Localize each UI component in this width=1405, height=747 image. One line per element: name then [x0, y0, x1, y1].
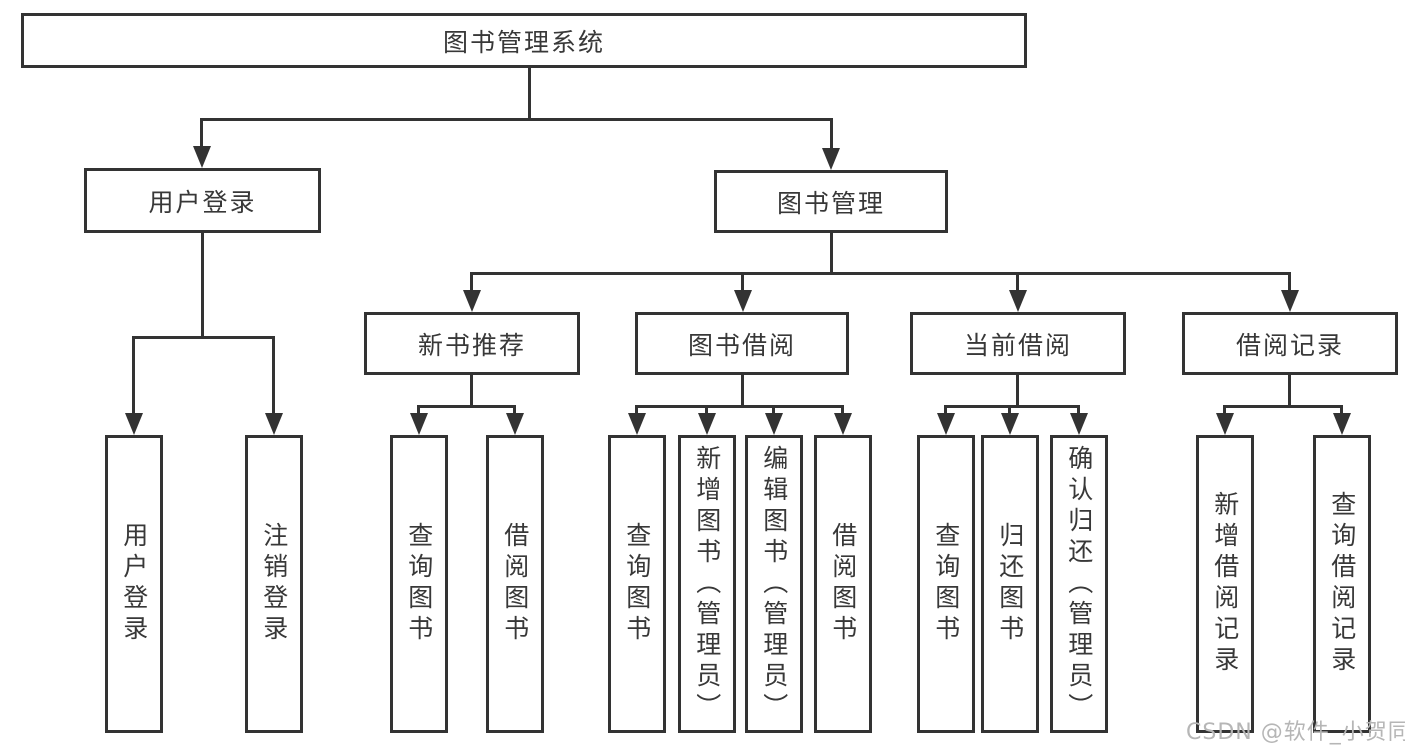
- connector-line: [200, 118, 203, 150]
- arrow-down-icon: [834, 413, 852, 435]
- node-label: 借阅记录: [1235, 330, 1344, 360]
- connector-line: [1077, 405, 1080, 416]
- leaf-return-books: 归还图书: [981, 435, 1039, 733]
- connector-line: [470, 375, 473, 408]
- connector-line: [705, 405, 708, 416]
- arrow-down-icon: [506, 413, 524, 435]
- leaf-label: 查询图书: [931, 522, 961, 646]
- connector-line: [470, 272, 473, 293]
- connector-line: [830, 233, 833, 275]
- leaf-borrow-books-newbook: 借阅图书: [486, 435, 544, 733]
- node-label: 图书管理系统: [442, 27, 605, 57]
- connector-line: [417, 405, 516, 408]
- node-borrowing-records: 借阅记录: [1182, 312, 1398, 375]
- connector-line: [772, 405, 775, 416]
- leaf-label: 查询图书: [404, 522, 434, 646]
- arrow-down-icon: [410, 413, 428, 435]
- node-root-library-system: 图书管理系统: [21, 13, 1027, 68]
- node-current-borrowing: 当前借阅: [910, 312, 1126, 375]
- arrow-down-icon: [765, 413, 783, 435]
- connector-line: [741, 375, 744, 408]
- leaf-query-books-borrow: 查询图书: [608, 435, 666, 733]
- csdn-watermark: CSDN @软件_小贺同学: [1186, 720, 1405, 745]
- arrow-down-icon: [937, 413, 955, 435]
- leaf-confirm-return-admin: 确认归还（管理员）: [1050, 435, 1108, 733]
- node-book-borrowing: 图书借阅: [635, 312, 849, 375]
- connector-line: [1016, 375, 1019, 408]
- leaf-label: 借阅图书: [828, 522, 858, 646]
- connector-line: [417, 405, 420, 416]
- arrow-down-icon: [125, 413, 143, 435]
- leaf-add-borrow-record: 新增借阅记录: [1196, 435, 1254, 733]
- connector-line: [513, 405, 516, 416]
- arrow-down-icon: [1070, 413, 1088, 435]
- arrow-down-icon: [1009, 290, 1027, 312]
- connector-line: [944, 405, 947, 416]
- connector-line: [1008, 405, 1011, 416]
- connector-line: [1016, 272, 1019, 293]
- connector-line: [201, 118, 833, 121]
- leaf-label: 编辑图书（管理员）: [759, 444, 789, 724]
- connector-line: [841, 405, 844, 416]
- leaf-query-books-current: 查询图书: [917, 435, 975, 733]
- node-label: 当前借阅: [963, 330, 1072, 360]
- connector-line: [635, 405, 844, 408]
- arrow-down-icon: [734, 290, 752, 312]
- arrow-down-icon: [1001, 413, 1019, 435]
- node-new-book-recommend: 新书推荐: [364, 312, 580, 375]
- leaf-label: 查询图书: [622, 522, 652, 646]
- arrow-down-icon: [463, 290, 481, 312]
- arrow-down-icon: [1216, 413, 1234, 435]
- leaf-query-books-newbook: 查询图书: [390, 435, 448, 733]
- node-user-login: 用户登录: [84, 168, 321, 233]
- connector-line: [1223, 405, 1226, 416]
- arrow-down-icon: [193, 146, 211, 168]
- node-label: 图书管理: [776, 188, 885, 218]
- leaf-query-borrow-record: 查询借阅记录: [1313, 435, 1371, 733]
- leaf-label: 确认归还（管理员）: [1064, 444, 1094, 724]
- node-label: 用户登录: [148, 187, 257, 217]
- leaf-label: 归还图书: [995, 522, 1025, 646]
- arrow-down-icon: [1281, 290, 1299, 312]
- leaf-edit-books-admin: 编辑图书（管理员）: [745, 435, 803, 733]
- leaf-logout: 注销登录: [245, 435, 303, 733]
- connector-line: [528, 68, 531, 121]
- leaf-borrow-books: 借阅图书: [814, 435, 872, 733]
- arrow-down-icon: [628, 413, 646, 435]
- connector-line: [470, 272, 1291, 275]
- arrow-down-icon: [1333, 413, 1351, 435]
- connector-line: [1223, 405, 1343, 408]
- leaf-label: 新增图书（管理员）: [692, 444, 722, 724]
- arrow-down-icon: [698, 413, 716, 435]
- node-label: 新书推荐: [417, 330, 526, 360]
- connector-line: [201, 233, 204, 339]
- connector-line: [944, 405, 1080, 408]
- node-label: 图书借阅: [687, 330, 796, 360]
- connector-line: [132, 336, 275, 339]
- connector-line: [830, 118, 833, 152]
- leaf-label: 用户登录: [119, 522, 149, 646]
- arrow-down-icon: [265, 413, 283, 435]
- connector-line: [272, 336, 275, 416]
- leaf-user-login: 用户登录: [105, 435, 163, 733]
- connector-line: [1340, 405, 1343, 416]
- node-book-management: 图书管理: [714, 170, 948, 233]
- leaf-add-books-admin: 新增图书（管理员）: [678, 435, 736, 733]
- connector-line: [635, 405, 638, 416]
- arrow-down-icon: [822, 148, 840, 170]
- leaf-label: 借阅图书: [500, 522, 530, 646]
- leaf-label: 新增借阅记录: [1210, 491, 1240, 677]
- connector-line: [1288, 375, 1291, 408]
- connector-line: [741, 272, 744, 293]
- leaf-label: 注销登录: [259, 522, 289, 646]
- connector-line: [1288, 272, 1291, 293]
- connector-line: [132, 336, 135, 416]
- leaf-label: 查询借阅记录: [1327, 491, 1357, 677]
